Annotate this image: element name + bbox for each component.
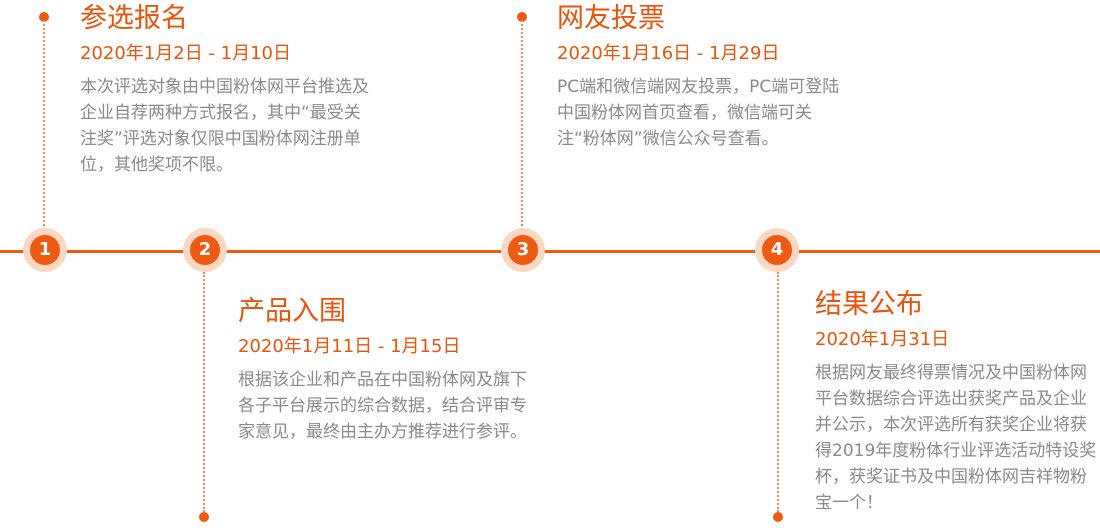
step-2-description: 根据该企业和产品在中国粉体网及旗下各子平台展示的综合数据，结合评审专家意见，最终… [238, 370, 527, 442]
step-2-number: 2 [190, 235, 220, 265]
step-2-content: 产品入围 2020年1月11日 - 1月15日 根据该企业和产品在中国粉体网及旗… [238, 295, 528, 445]
step-3-description: PC端和微信端网友投票，PC端可登陆中国粉体网首页查看，微信端可关注“粉体网”微… [557, 77, 840, 149]
step-3-date: 2020年1月16日 - 1月29日 [557, 43, 780, 64]
step-4-date: 2020年1月31日 [815, 329, 950, 350]
step-4-number: 4 [762, 235, 792, 265]
timeline-top-dot-1 [39, 12, 49, 22]
step-1-title: 参选报名 [80, 3, 188, 34]
timeline-bottom-dot-4 [773, 512, 783, 522]
step-3-content: 网友投票 2020年1月16日 - 1月29日 PC端和微信端网友投票，PC端可… [557, 2, 847, 152]
step-4-description: 根据网友最终得票情况及中国粉体网平台数据综合评选出获奖产品及企业并公示，本次评选… [815, 363, 1097, 513]
step-4-marker: 4 [755, 228, 799, 272]
timeline-top-dot-3 [517, 12, 527, 22]
connector-line-1 [43, 20, 45, 230]
step-2-date: 2020年1月11日 - 1月15日 [238, 336, 461, 357]
step-1-date: 2020年1月2日 - 1月10日 [80, 43, 292, 64]
step-1-description: 本次评选对象由中国粉体网平台推选及企业自荐两种方式报名，其中“最受关注奖”评选对… [80, 77, 369, 175]
timeline-bottom-dot-2 [199, 512, 209, 522]
step-4-title: 结果公布 [815, 289, 923, 320]
step-3-number: 3 [508, 235, 538, 265]
connector-line-4 [777, 272, 779, 512]
step-3-marker: 3 [501, 228, 545, 272]
step-1-number: 1 [30, 235, 60, 265]
step-3-title: 网友投票 [557, 3, 665, 34]
step-1-marker: 1 [23, 228, 67, 272]
connector-line-2 [203, 272, 205, 512]
connector-line-3 [521, 20, 523, 230]
step-4-content: 结果公布 2020年1月31日 根据网友最终得票情况及中国粉体网平台数据综合评选… [815, 288, 1100, 516]
step-1-content: 参选报名 2020年1月2日 - 1月10日 本次评选对象由中国粉体网平台推选及… [80, 2, 370, 178]
step-2-marker: 2 [183, 228, 227, 272]
step-2-title: 产品入围 [238, 296, 346, 327]
timeline-line [0, 250, 1100, 253]
